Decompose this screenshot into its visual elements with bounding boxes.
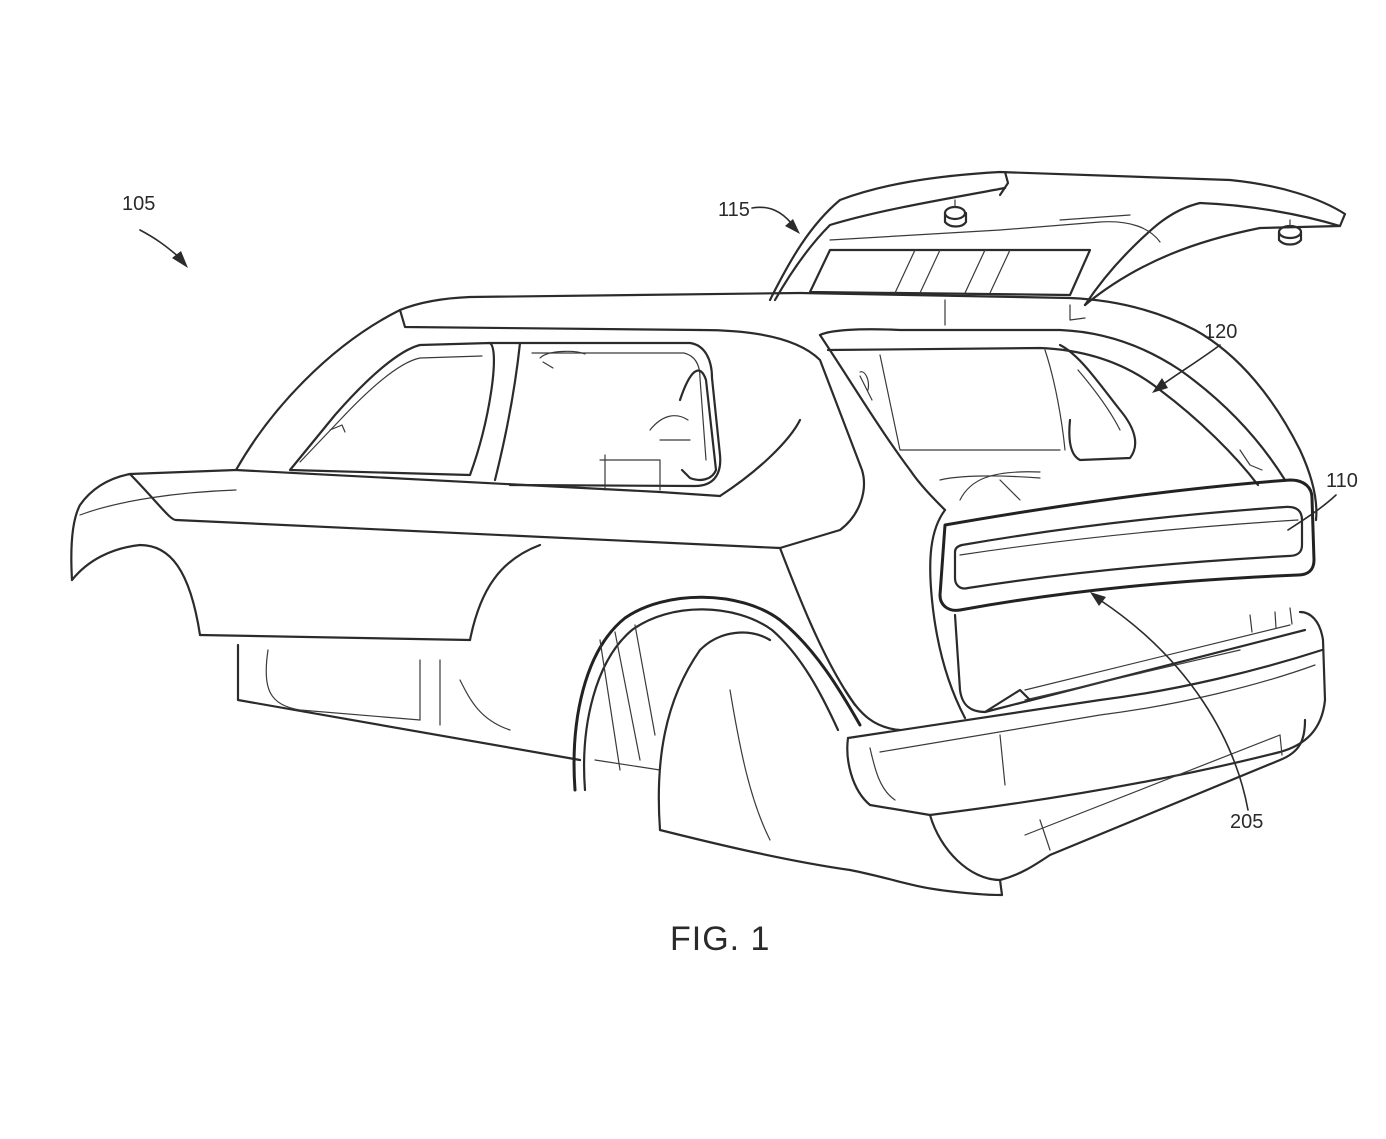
reference-105: 105 [122, 193, 188, 268]
ref-label-105: 105 [122, 193, 155, 215]
vehicle-body [70, 291, 942, 892]
reference-110: 110 [1287, 470, 1358, 531]
rear-opening [798, 291, 1318, 522]
reference-205: 205 [1090, 592, 1263, 833]
figure-caption: FIG. 1 [670, 920, 770, 958]
ref-label-120: 120 [1204, 321, 1237, 343]
ref-label-115: 115 [718, 199, 750, 221]
reference-115: 115 [718, 199, 800, 234]
reference-120: 120 [1152, 321, 1237, 393]
rear-fascia [778, 478, 1327, 897]
liftgate [768, 170, 1347, 307]
ref-label-110: 110 [1326, 470, 1358, 492]
ref-label-205: 205 [1230, 811, 1263, 833]
